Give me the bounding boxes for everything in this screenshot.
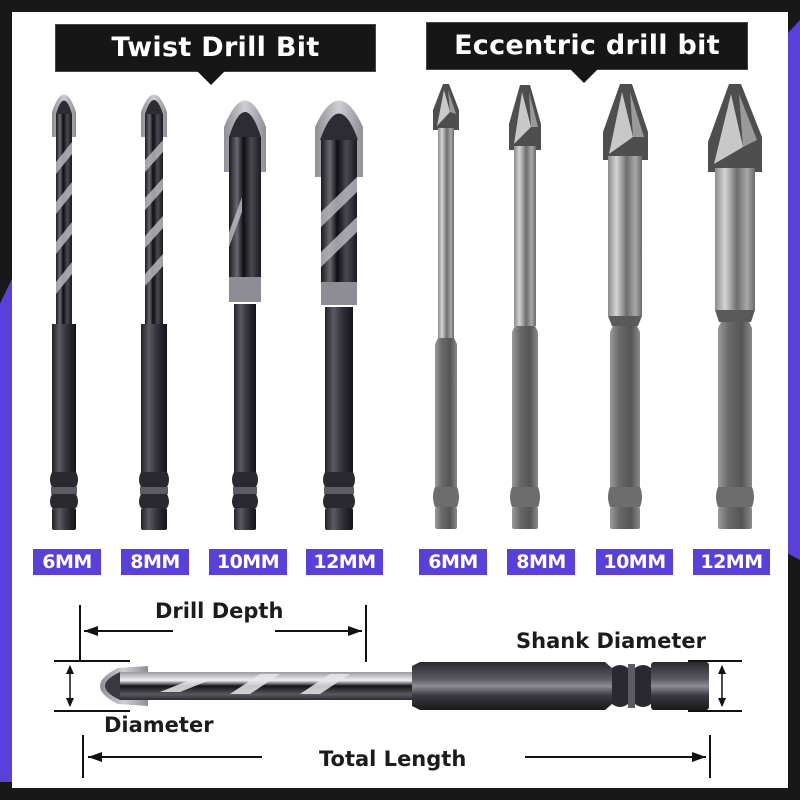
banner-pointer <box>197 71 225 85</box>
eccentric-drill-title-banner: Eccentric drill bit <box>426 22 748 83</box>
twist-drill-title: Twist Drill Bit <box>111 32 320 63</box>
eccentric-drill-title: Eccentric drill bit <box>454 30 720 61</box>
twist-drill-bit-8mm <box>136 82 172 532</box>
drill-depth-label: Drill Depth <box>155 599 284 623</box>
twist-drill-bit-12mm <box>313 82 365 532</box>
size-label-eccentric-6mm: 6MM <box>419 549 487 575</box>
size-label-twist-12mm: 12MM <box>306 549 383 575</box>
twist-drill-bit-10mm <box>222 82 268 532</box>
size-label-eccentric-12mm: 12MM <box>693 549 770 575</box>
total-length-label: Total Length <box>319 747 467 771</box>
eccentric-drill-bit-8mm <box>505 82 545 532</box>
eccentric-drill-bit-12mm <box>705 82 763 532</box>
dimension-diagram <box>0 590 800 790</box>
size-label-twist-6mm: 6MM <box>33 549 101 575</box>
twist-drill-title-banner: Twist Drill Bit <box>55 24 376 85</box>
twist-drill-bit-6mm <box>46 82 82 532</box>
size-label-twist-8mm: 8MM <box>121 549 189 575</box>
diameter-label: Diameter <box>104 713 214 737</box>
size-label-eccentric-10mm: 10MM <box>596 549 673 575</box>
size-label-twist-10mm: 10MM <box>209 549 287 575</box>
eccentric-drill-bit-10mm <box>600 82 650 532</box>
shank-diameter-label: Shank Diameter <box>516 629 707 653</box>
eccentric-drill-bit-6mm <box>428 82 464 532</box>
size-label-eccentric-8mm: 8MM <box>507 549 575 575</box>
banner-pointer <box>570 69 598 83</box>
